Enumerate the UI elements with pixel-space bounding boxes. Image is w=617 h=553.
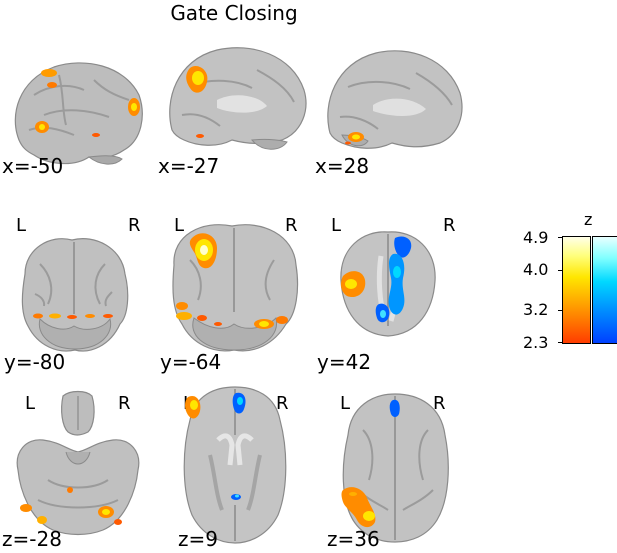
right-hemisphere-marker: R bbox=[285, 215, 298, 236]
brain-slice-coronal-y42 bbox=[333, 226, 443, 341]
left-hemisphere-marker: L bbox=[174, 215, 185, 236]
slice-label: z=9 bbox=[178, 527, 218, 551]
colorbar-positive bbox=[562, 236, 591, 344]
colorbar-tick-label: 4.9 bbox=[523, 228, 549, 247]
brain-slice-sagittal-x-28 bbox=[318, 45, 468, 163]
slice-label: x=-50 bbox=[2, 154, 64, 178]
colorbar-tick-mark bbox=[558, 237, 562, 238]
left-hemisphere-marker: L bbox=[25, 393, 36, 414]
colorbar-negative bbox=[592, 236, 617, 344]
left-hemisphere-marker: L bbox=[340, 393, 351, 414]
colorbar-label: z bbox=[584, 210, 593, 229]
brain-slice-axial-z9 bbox=[170, 385, 300, 545]
slice-label: x=28 bbox=[315, 154, 370, 178]
brain-slice-sagittal-x-27 bbox=[162, 40, 312, 165]
brain-slice-axial-z36 bbox=[333, 390, 463, 545]
slice-label: x=-27 bbox=[158, 154, 220, 178]
brain-slice-coronal-y-80 bbox=[10, 234, 140, 359]
right-hemisphere-marker: R bbox=[433, 393, 446, 414]
brain-slice-coronal-y-64 bbox=[162, 220, 307, 360]
colorbar-tick-mark bbox=[558, 310, 562, 311]
colorbar-tick-label: 2.3 bbox=[523, 333, 549, 352]
slice-label: z=36 bbox=[327, 527, 380, 551]
slice-label: y=42 bbox=[317, 350, 372, 374]
right-hemisphere-marker: R bbox=[118, 393, 131, 414]
left-hemisphere-marker: L bbox=[331, 215, 342, 236]
colorbar-tick-mark bbox=[558, 342, 562, 343]
slice-label: z=-28 bbox=[2, 527, 62, 551]
left-hemisphere-marker: L bbox=[16, 215, 27, 236]
right-hemisphere-marker: R bbox=[443, 215, 456, 236]
slice-label: y=-80 bbox=[4, 350, 66, 374]
colorbar-tick-label: 3.2 bbox=[523, 300, 549, 319]
colorbar-tick-label: 4.0 bbox=[523, 260, 549, 279]
brain-slice-sagittal-x-50 bbox=[4, 55, 154, 170]
figure-title: Gate Closing bbox=[170, 1, 298, 25]
brain-slice-axial-z-28 bbox=[8, 390, 148, 540]
right-hemisphere-marker: R bbox=[276, 393, 289, 414]
colorbar-tick-mark bbox=[558, 270, 562, 271]
slice-label: y=-64 bbox=[160, 350, 222, 374]
right-hemisphere-marker: R bbox=[128, 215, 141, 236]
